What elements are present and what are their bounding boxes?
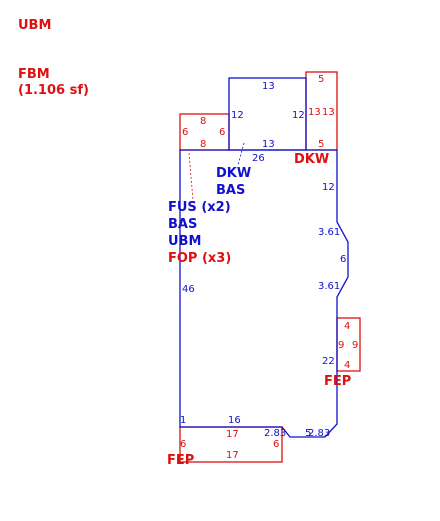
legend-fbm-area: (1.106 sf) xyxy=(18,83,89,98)
dim-label: 6 xyxy=(273,439,279,450)
dim-label: 13 xyxy=(262,81,275,92)
dim-label: 12 xyxy=(292,110,305,121)
label-fep-right: FEP xyxy=(324,374,351,389)
dim-label: 5 xyxy=(318,74,324,85)
dim-label: 8 xyxy=(200,139,206,150)
dim-label: 12 xyxy=(231,110,244,121)
leader-line-a xyxy=(188,152,194,201)
dim-label: 2.83 xyxy=(308,428,330,439)
label-fus: FUS (x2) xyxy=(168,200,231,215)
label-bas: BAS xyxy=(168,217,197,232)
leader-line-b xyxy=(237,142,245,166)
dim-label: 3.61 xyxy=(318,227,340,238)
dim-label: 1 xyxy=(180,415,186,426)
label-fep-bottom: FEP xyxy=(167,453,194,468)
dim-label: 6 xyxy=(182,127,188,138)
dim-label: 16 xyxy=(228,415,241,426)
blue-main-outline xyxy=(179,149,349,438)
dim-label: 9 xyxy=(338,340,344,351)
dim-label: 22 xyxy=(322,356,335,367)
dim-label: 17 xyxy=(226,450,239,461)
label-bas-main: BAS xyxy=(216,183,245,198)
dim-label: 12 xyxy=(322,182,335,193)
dim-label: 4 xyxy=(344,360,350,371)
label-dkw-main: DKW xyxy=(216,166,251,181)
dim-label: 6 xyxy=(180,439,186,450)
dim-label: 17 xyxy=(226,429,239,440)
dim-label: 6 xyxy=(219,127,225,138)
label-dkw-top: DKW xyxy=(294,152,329,167)
dim-label: 9 xyxy=(352,340,358,351)
dim-label: 8 xyxy=(200,116,206,127)
dim-label: 5 xyxy=(318,139,324,150)
dim-label: 3.61 xyxy=(318,281,340,292)
dim-label: 13 xyxy=(322,107,335,118)
dim-label: 46 xyxy=(182,284,195,295)
label-fop: FOP (x3) xyxy=(168,251,231,266)
dim-label: 4 xyxy=(344,321,350,332)
dim-label: 13 xyxy=(308,107,321,118)
dim-label: 13 xyxy=(262,139,275,150)
dim-label: 26 xyxy=(252,153,265,164)
dim-label: 2.83 xyxy=(264,428,286,439)
dim-label: 6 xyxy=(340,254,346,265)
label-ubm: UBM xyxy=(168,234,201,249)
legend-fbm: FBM xyxy=(18,67,50,82)
dim-label: 5 xyxy=(305,428,311,439)
legend-ubm: UBM xyxy=(18,18,51,33)
